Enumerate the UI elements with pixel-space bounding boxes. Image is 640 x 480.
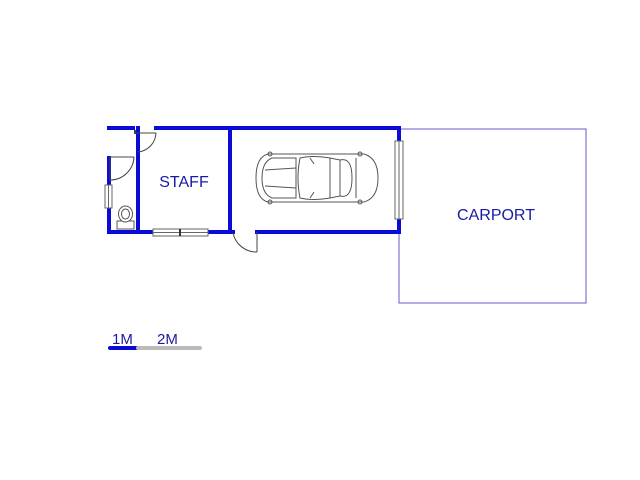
window-left (104, 184, 113, 209)
staff-room-label: STAFF (159, 174, 209, 191)
car-top-view-icon (255, 151, 379, 205)
carport-label: CARPORT (457, 207, 535, 224)
walls (107, 126, 401, 234)
scale-label-2m: 2M (157, 331, 178, 348)
door-top (134, 130, 157, 153)
door-left (109, 156, 135, 181)
door-bottom (232, 232, 258, 253)
garage-door-opening (394, 140, 404, 220)
toilet-icon (116, 205, 135, 230)
scale-label-1m: 1M (112, 331, 133, 348)
scale-bar: 1M 2M (108, 331, 202, 350)
window-bottom (152, 228, 209, 237)
